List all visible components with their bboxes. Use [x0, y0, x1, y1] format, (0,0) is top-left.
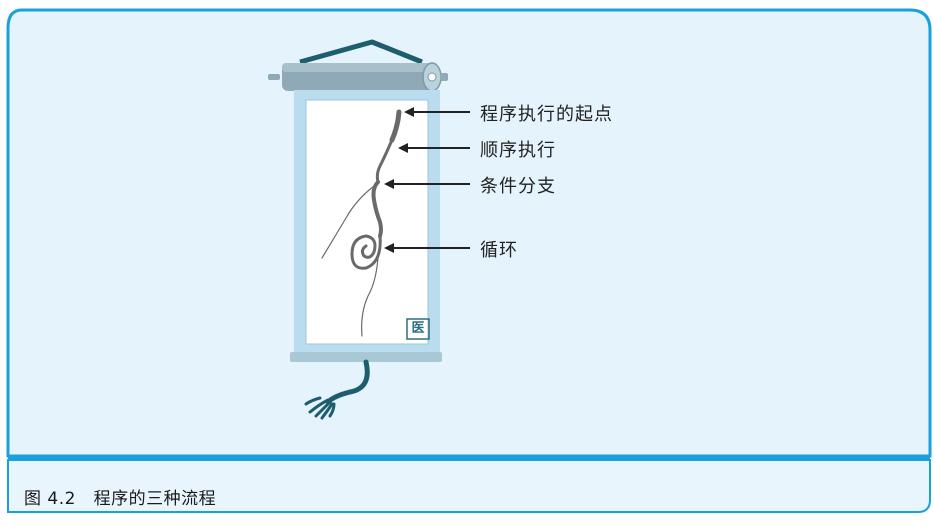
flow-branch-stroke: [371, 180, 383, 238]
label-sequential: 顺序执行: [480, 140, 556, 161]
flow-loop-stroke: [350, 234, 382, 270]
flow-start-stroke: [389, 109, 402, 143]
flow-sequential-stroke: [375, 138, 394, 184]
scroll-hanger-cord: [299, 39, 423, 65]
figure-caption: 图 4.2 程序的三种流程: [24, 489, 217, 509]
figure-panel: [6, 8, 932, 458]
annotation-arrows: [384, 107, 470, 253]
scroll-top-roller: [268, 62, 448, 92]
flow-tail-stroke: [361, 257, 379, 337]
label-loop: 循环: [480, 240, 518, 261]
label-branch: 条件分支: [480, 176, 556, 197]
seal-character: 医: [411, 321, 425, 336]
scroll-tassel: [304, 359, 370, 420]
caption-bar: [7, 459, 931, 513]
scroll-paper: [305, 99, 429, 345]
flow-branch-side: [321, 185, 375, 259]
seal-box: [406, 318, 430, 340]
scroll-bottom-bar: [290, 352, 442, 362]
program-flow-ink: [321, 109, 402, 337]
label-program-start: 程序执行的起点: [480, 104, 613, 125]
